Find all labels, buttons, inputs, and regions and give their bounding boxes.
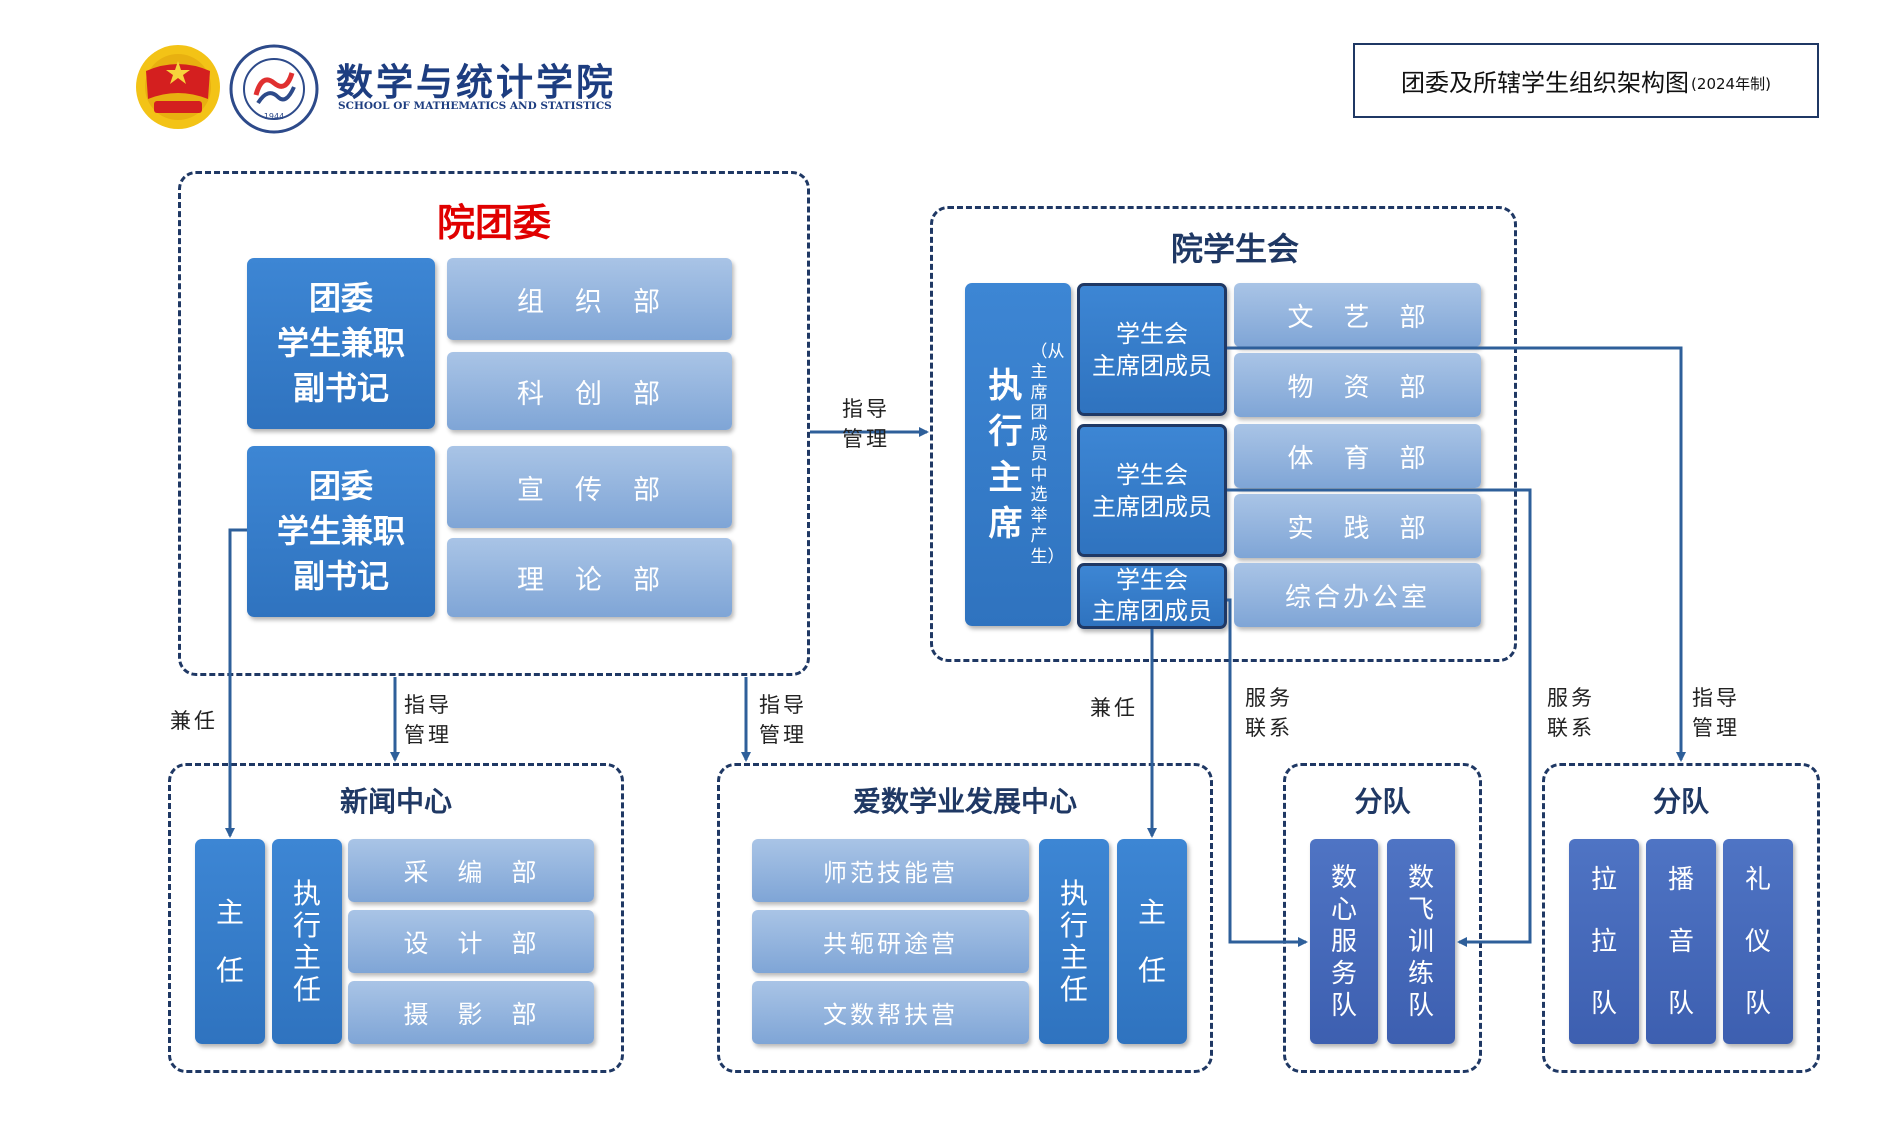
su-dept-office: 综合办公室 [1234, 563, 1481, 627]
news-dept-editorial: 采 编 部 [348, 839, 594, 902]
student-union-frame [930, 206, 1517, 662]
arrow-presidium-to-squad-2 [1227, 346, 1686, 762]
squad-1-title: 分队 [1354, 785, 1411, 818]
squad-2-title: 分队 [1652, 785, 1709, 818]
news-center-title: 新闻中心 [339, 785, 452, 818]
secretary-box-2: 团委 学生兼职 副书记 [247, 446, 435, 617]
squad-2-team-3-label: 礼仪队 [1745, 864, 1772, 1019]
yl-dept-publicity: 宣 传 部 [447, 446, 732, 528]
league-emblem [134, 43, 222, 131]
presidium-label-3: 学生会 主席团成员 [1092, 566, 1212, 625]
math-exec-director-box: 执行主任 [1039, 839, 1109, 1044]
math-center-frame [717, 763, 1213, 1073]
su-dept-arts: 文 艺 部 [1234, 283, 1481, 347]
squad-2-team-3: 礼仪队 [1723, 839, 1793, 1044]
exec-chair-box: 执行主席 （从主席团成员中选举产生） [965, 283, 1071, 626]
presidium-label-2: 学生会 主席团成员 [1092, 460, 1212, 521]
diagram-title-box: 团委及所辖学生组织架构图 (2024年制) [1353, 43, 1819, 118]
secretary-box-1: 团委 学生兼职 副书记 [247, 258, 435, 429]
news-dept-design: 设 计 部 [348, 910, 594, 973]
youth-league-frame [178, 171, 810, 676]
math-director-box: 主任 [1117, 839, 1187, 1044]
camp-graduate-path: 共轭研途营 [752, 910, 1029, 973]
presidium-box-1: 学生会 主席团成员 [1077, 283, 1227, 416]
label-guide-manage-squad-2: 指导 管理 [1692, 686, 1740, 740]
seal-year: 1944 [264, 112, 284, 121]
label-concurrent-news: 兼任 [170, 709, 218, 733]
squad-1-team-2: 数飞训练队 [1387, 839, 1455, 1044]
squad-2-team-1: 拉拉队 [1569, 839, 1639, 1044]
su-dept-materials: 物 资 部 [1234, 353, 1481, 417]
label-guide-manage-news: 指导 管理 [404, 693, 452, 747]
squad-2-frame [1542, 763, 1820, 1073]
squad-1-team-1-label: 数心服务队 [1331, 862, 1358, 1021]
math-director-label: 主任 [1138, 895, 1167, 987]
su-dept-practice: 实 践 部 [1234, 494, 1481, 558]
label-concurrent-math: 兼任 [1090, 696, 1138, 720]
news-dept-photo: 摄 影 部 [348, 981, 594, 1044]
presidium-box-3: 学生会 主席团成员 [1077, 563, 1227, 629]
secretary-label-1: 团委 学生兼职 副书记 [276, 279, 405, 407]
news-center-frame [168, 763, 624, 1073]
label-guide-manage-math: 指导 管理 [759, 693, 807, 747]
exec-chair-label: 执行主席 [988, 365, 1023, 544]
news-exec-director-label: 执行主任 [293, 876, 322, 1006]
student-union-title: 院学生会 [1170, 230, 1299, 268]
diagram-title-note: (2024年制) [1691, 75, 1771, 93]
news-director-label: 主任 [216, 895, 245, 987]
squad-2-team-1-label: 拉拉队 [1591, 864, 1618, 1019]
label-service-contact-1: 服务 联系 [1245, 686, 1293, 740]
label-guide-manage-union: 指导 管理 [842, 397, 890, 451]
squad-2-team-2-label: 播音队 [1668, 864, 1695, 1019]
math-center-title: 爱数学业发展中心 [852, 785, 1077, 818]
camp-peer-support: 文数帮扶营 [752, 981, 1029, 1044]
news-exec-director-box: 执行主任 [272, 839, 342, 1044]
news-director-box: 主任 [195, 839, 265, 1044]
squad-1-team-2-label: 数飞训练队 [1408, 862, 1435, 1021]
label-service-contact-2: 服务 联系 [1547, 686, 1595, 740]
org-name: 数学与统计学院 [336, 61, 616, 104]
presidium-box-2: 学生会 主席团成员 [1077, 424, 1227, 557]
squad-1-frame [1283, 763, 1482, 1073]
math-exec-director-label: 执行主任 [1060, 876, 1089, 1006]
presidium-label-1: 学生会 主席团成员 [1092, 319, 1212, 380]
youth-league-title: 院团委 [436, 200, 551, 245]
arrow-presidium-to-squad-1b [1227, 488, 1532, 947]
school-seal: 1944 [228, 43, 320, 135]
yl-dept-innovation: 科 创 部 [447, 352, 732, 430]
yl-dept-theory: 理 论 部 [447, 538, 732, 617]
diagram-title: 团委及所辖学生组织架构图 [1401, 69, 1690, 97]
squad-2-team-2: 播音队 [1646, 839, 1716, 1044]
squad-1-team-1: 数心服务队 [1310, 839, 1378, 1044]
yl-dept-organization: 组 织 部 [447, 258, 732, 340]
secretary-label-2: 团委 学生兼职 副书记 [276, 467, 405, 595]
su-dept-sports: 体 育 部 [1234, 424, 1481, 488]
arrow-presidium-to-squad-1a [1227, 598, 1308, 947]
camp-teaching-skills: 师范技能营 [752, 839, 1029, 902]
arrow-secretary-to-news [225, 528, 247, 838]
org-name-en: SCHOOL OF MATHEMATICS AND STATISTICS [338, 100, 612, 112]
exec-chair-note: （从主席团成员中选举产生） [1030, 341, 1065, 567]
